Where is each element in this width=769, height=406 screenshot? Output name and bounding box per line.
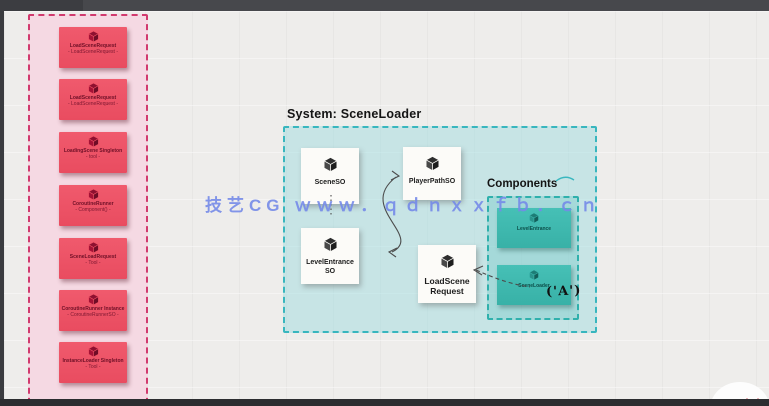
components-frame[interactable]: LevelEntrance SceneLoader — [487, 196, 579, 320]
card-sublabel: - LoadSceneRequest - — [67, 49, 119, 55]
red-card[interactable]: LoadingScene Singleton - tool - — [59, 132, 127, 173]
card-sublabel: - Tool - — [85, 364, 101, 370]
window-titlebar — [0, 0, 769, 11]
node-label2: SO — [324, 267, 336, 275]
cube-icon — [439, 254, 455, 270]
node-label: LevelEntrance — [306, 259, 354, 266]
cube-icon — [322, 237, 338, 253]
component-card-levelentrance[interactable]: LevelEntrance — [497, 208, 571, 248]
system-frame-title[interactable]: System: SceneLoader — [287, 107, 422, 121]
window-bottombar — [0, 399, 769, 406]
card-sublabel: - LoadSceneRequest - — [67, 101, 119, 107]
components-frame-title[interactable]: Components — [487, 178, 558, 190]
handwritten-annotation: ('A') — [545, 283, 582, 300]
node-levelentrance-so[interactable]: LevelEntrance SO — [301, 228, 359, 284]
cube-icon — [87, 241, 99, 254]
card-label: LoadSceneRequest — [69, 95, 117, 101]
red-card[interactable]: CoroutineRunner Instance - CoroutineRunn… — [59, 290, 127, 331]
card-sublabel: - Component() - — [75, 207, 111, 213]
cube-icon — [87, 135, 99, 148]
node-label: PlayerPathSO — [408, 178, 456, 185]
whiteboard-canvas[interactable]: LoadSceneRequest - LoadSceneRequest - Lo… — [4, 11, 769, 399]
component-label: SceneLoader — [518, 283, 550, 289]
cube-icon — [424, 156, 440, 172]
red-card[interactable]: LoadSceneRequest - LoadSceneRequest - — [59, 79, 127, 120]
card-label: LoadSceneRequest — [69, 43, 117, 49]
cube-icon — [87, 30, 99, 43]
card-sublabel: - tool - — [85, 154, 101, 160]
window-left-edge — [0, 11, 4, 399]
node-label: SceneSO — [314, 179, 346, 186]
watermark-logo — [712, 382, 768, 399]
cube-icon — [322, 157, 338, 173]
node-scene-so[interactable]: SceneSO — [301, 148, 359, 204]
cube-icon — [87, 345, 99, 358]
component-label: LevelEntrance — [516, 226, 552, 232]
cube-icon — [87, 82, 99, 95]
card-label: CoroutineRunner Instance — [61, 306, 125, 312]
red-card[interactable]: SceneLoadRequest - Tool - — [59, 238, 127, 279]
card-sublabel: - CoroutineRunnerSO - — [67, 312, 119, 318]
card-label: SceneLoadRequest — [69, 254, 117, 260]
cube-icon — [528, 212, 540, 224]
red-card[interactable]: CoroutineRunner - Component() - — [59, 185, 127, 226]
cube-icon — [528, 269, 540, 281]
card-label: LoadingScene Singleton — [63, 148, 123, 154]
cube-icon — [87, 293, 99, 306]
card-label: InstanceLoader Singleton — [62, 358, 124, 364]
red-card[interactable]: LoadSceneRequest - LoadSceneRequest - — [59, 27, 127, 68]
red-card[interactable]: InstanceLoader Singleton - Tool - — [59, 342, 127, 383]
node-label2: Request — [430, 286, 464, 296]
pink-group-frame[interactable]: LoadSceneRequest - LoadSceneRequest - Lo… — [28, 14, 148, 399]
cube-icon — [87, 188, 99, 201]
card-label: CoroutineRunner — [72, 201, 114, 207]
node-label: LoadScene — [424, 276, 470, 286]
window-tab[interactable] — [0, 0, 83, 11]
card-sublabel: - Tool - — [85, 260, 101, 266]
node-playerpath-so[interactable]: PlayerPathSO — [403, 147, 461, 200]
node-loadscene-request[interactable]: LoadScene Request — [418, 245, 476, 303]
